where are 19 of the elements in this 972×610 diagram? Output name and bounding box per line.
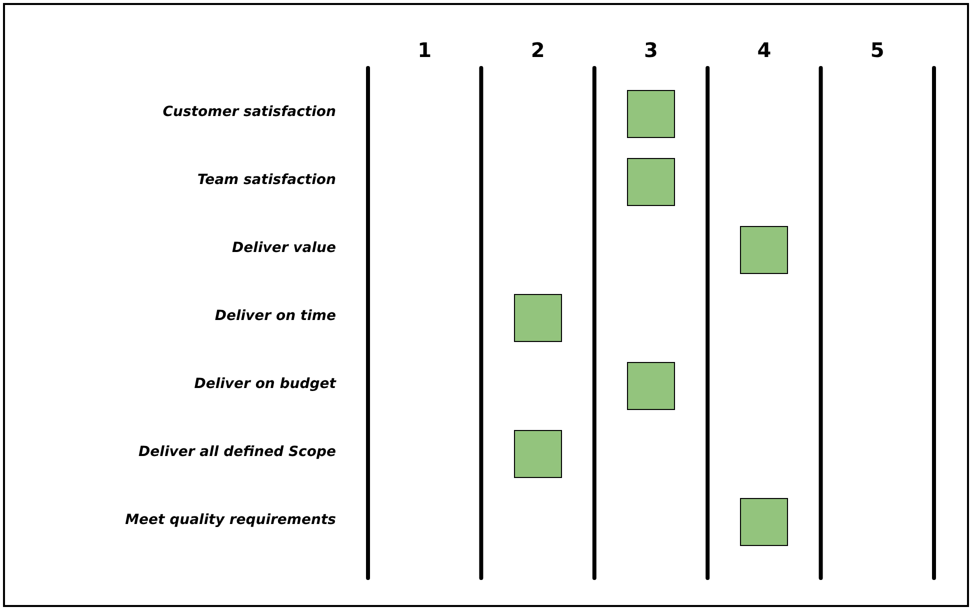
score-square: [740, 498, 788, 546]
score-square: [740, 226, 788, 274]
column-number: 3: [643, 38, 659, 62]
criterion-label: Meet quality requirements: [125, 512, 336, 528]
column-number: 1: [416, 38, 433, 62]
score-square: [627, 158, 675, 206]
column-number: 2: [530, 38, 546, 62]
criterion-label: Customer satisfaction: [162, 104, 336, 120]
score-square: [627, 90, 675, 138]
criterion-label: Deliver on time: [214, 308, 336, 324]
score-square: [627, 362, 675, 410]
criterion-label: Team satisfaction: [197, 172, 336, 188]
column-number: 4: [756, 38, 772, 62]
criterion-label: Deliver on budget: [194, 376, 336, 392]
score-square: [514, 294, 562, 342]
criterion-label: Deliver all defined Scope: [138, 444, 336, 460]
column-number: 5: [869, 38, 886, 62]
score-square: [514, 430, 562, 478]
criterion-label: Deliver value: [232, 240, 336, 256]
